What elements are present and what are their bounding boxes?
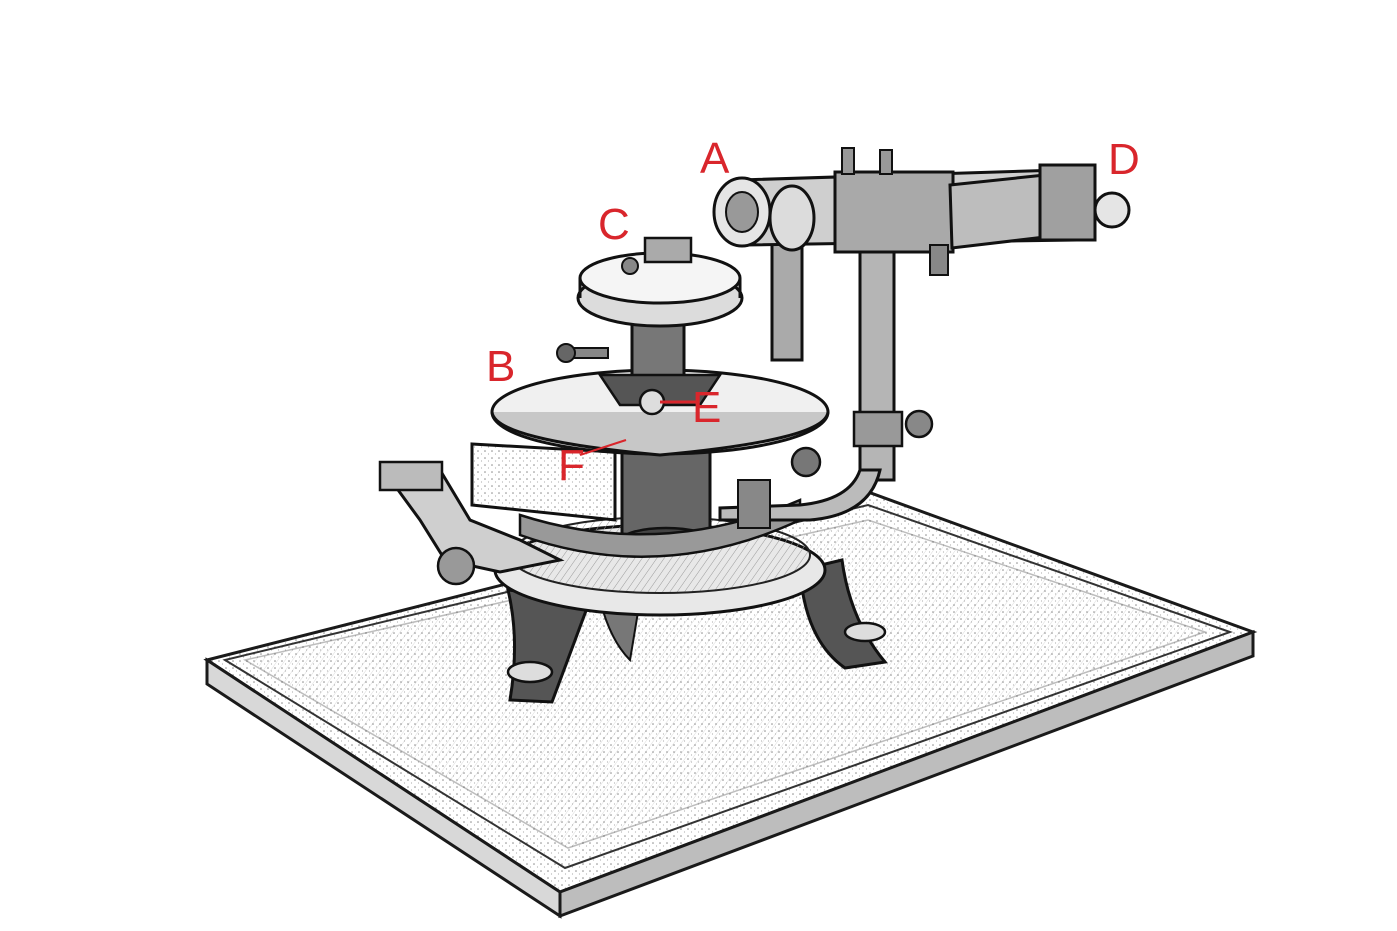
- label-a-telescope-objective: A: [700, 134, 730, 183]
- label-c-prism-table: C: [598, 200, 630, 249]
- collimator-clamp: [378, 460, 565, 586]
- leader-lines: [579, 400, 696, 456]
- prism-table: [576, 236, 744, 328]
- label-b-divided-circle: B: [486, 342, 516, 391]
- tripod-feet: [506, 558, 888, 704]
- telescope: [712, 147, 1131, 276]
- label-f: F: [558, 441, 585, 490]
- label-e: E: [692, 383, 722, 432]
- base-board: [203, 490, 1258, 919]
- telescope-supports: [718, 228, 934, 529]
- prism-table-stem: [556, 316, 723, 416]
- vernier-box: [470, 442, 617, 522]
- label-d-eyepiece: D: [1108, 135, 1140, 184]
